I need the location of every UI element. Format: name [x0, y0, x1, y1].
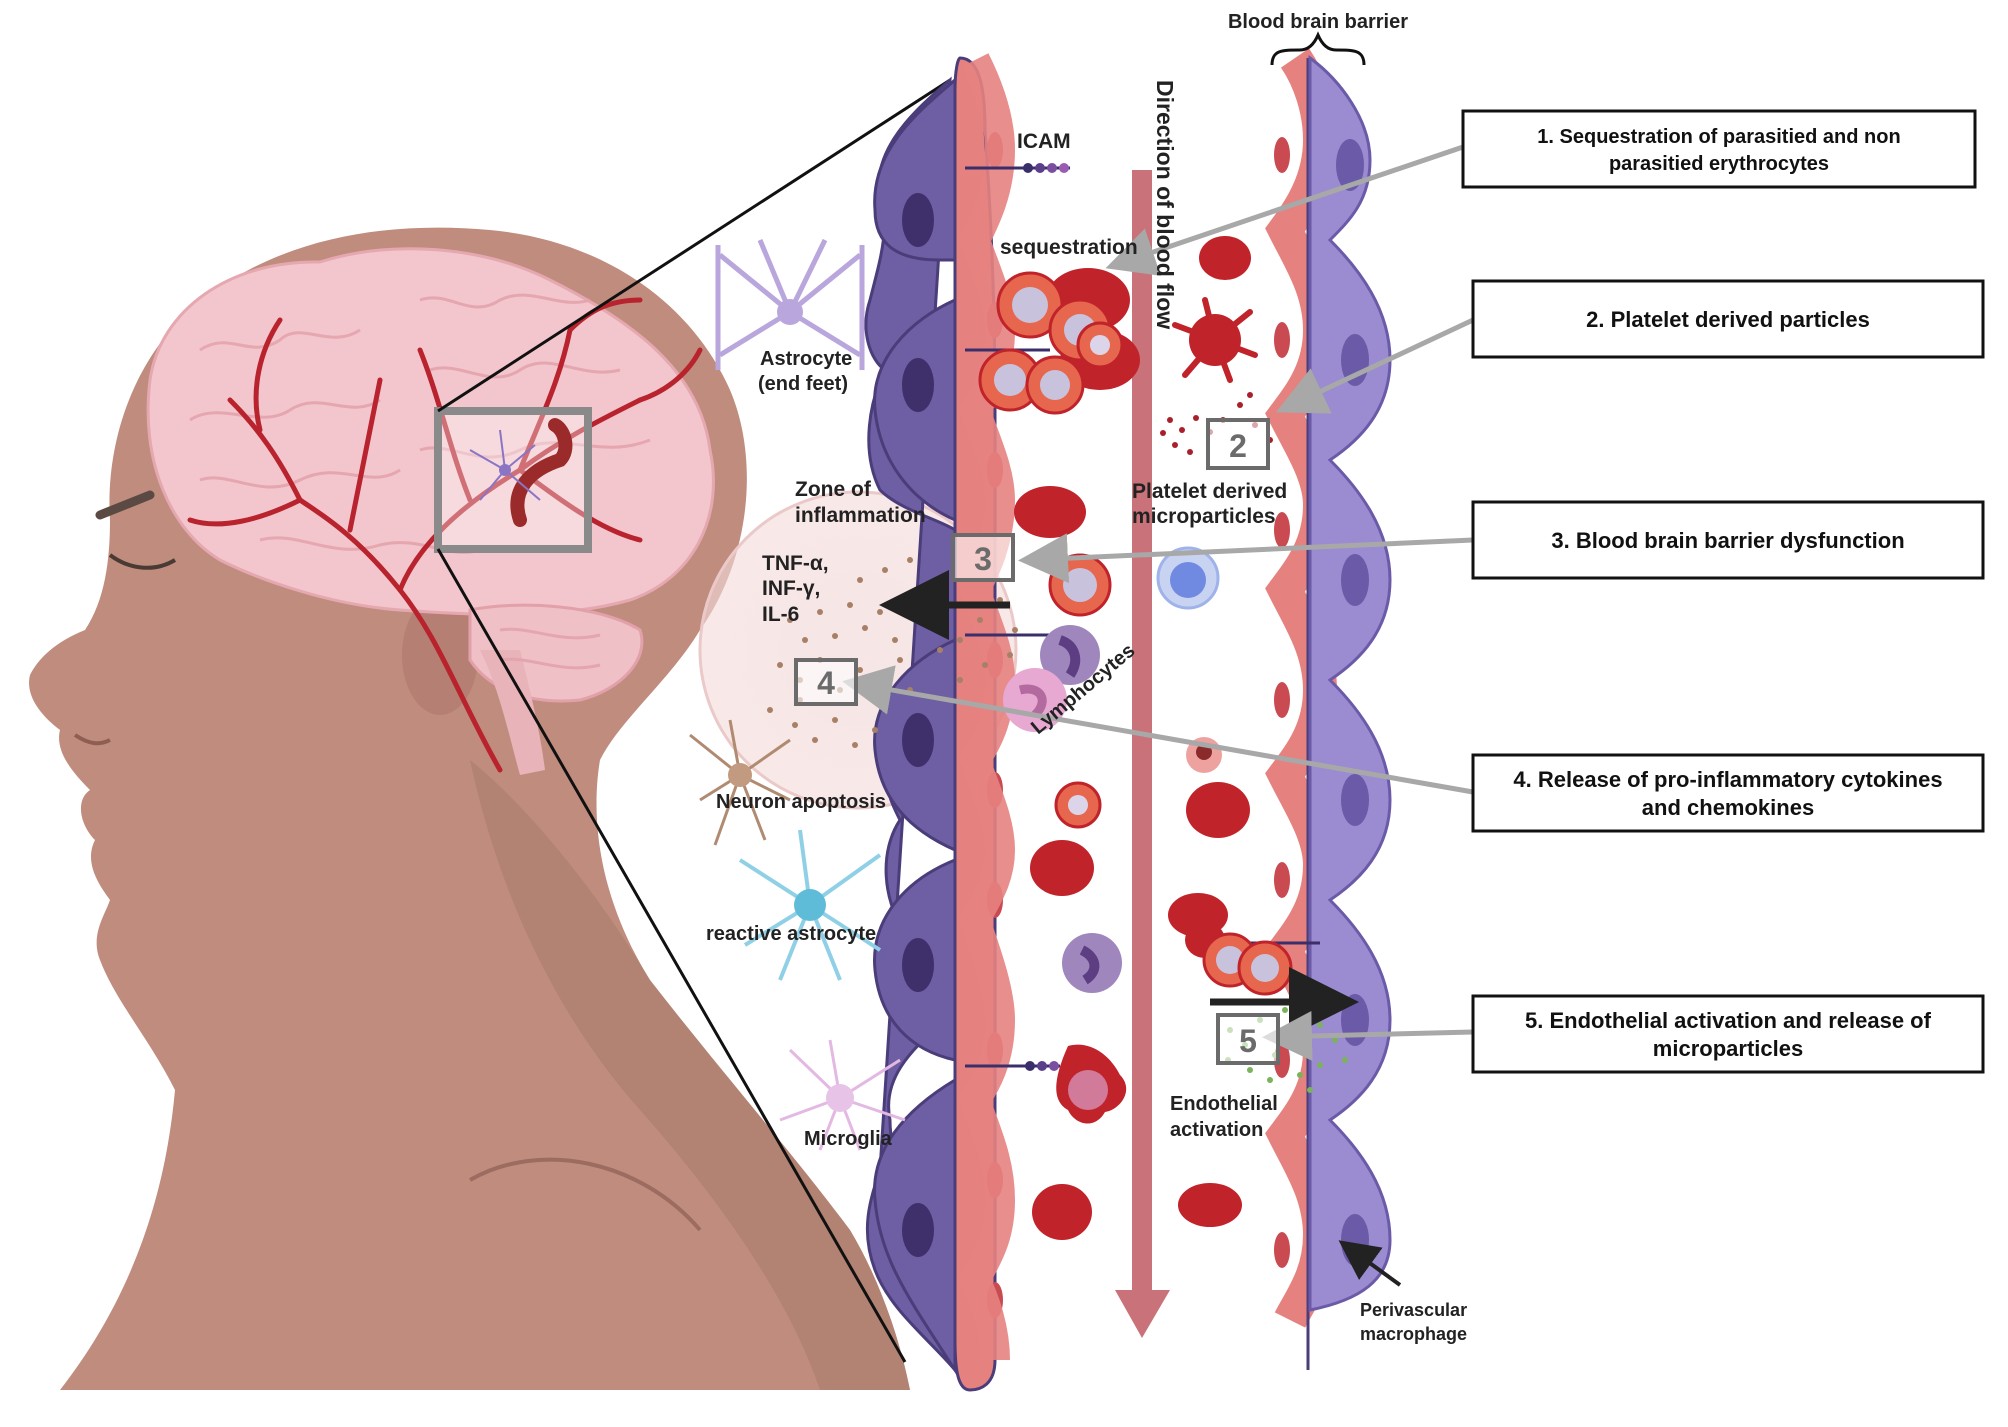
astrocyte-endfeet-cell	[715, 238, 865, 370]
perivascular-macrophage-column	[1308, 55, 1392, 1312]
perivascular-label-2: macrophage	[1360, 1324, 1467, 1344]
flow-direction-label: Direction of blood flow	[1152, 80, 1178, 329]
callout-3-line1: 3. Blood brain barrier dysfunction	[1551, 528, 1904, 553]
marker-3-label: 3	[974, 541, 992, 577]
lips	[73, 733, 111, 746]
cytokine-label-2: INF-γ,	[762, 577, 820, 600]
lymphocytes	[1003, 546, 1220, 1110]
microglia-label: Microglia	[804, 1128, 893, 1150]
sequestration-label: sequestration	[1000, 236, 1138, 259]
callout-5-line1: 5. Endothelial activation and release of	[1525, 1008, 1932, 1033]
callout-5-line2: microparticles	[1653, 1036, 1803, 1061]
zoom-astrocyte-icon	[469, 429, 541, 501]
red-blood-cells	[1014, 236, 1251, 1240]
marker-4: 4	[794, 658, 858, 706]
cytokine-label-1: TNF-α,	[762, 552, 829, 575]
neuron-apoptosis-label: Neuron apoptosis	[716, 791, 886, 813]
callout-1: 1. Sequestration of parasitied and non p…	[1461, 109, 1977, 189]
bbb-bracket	[1270, 31, 1366, 66]
astrocyte-body	[777, 299, 803, 325]
neck-shadow	[470, 760, 910, 1390]
activated-platelet-top	[1172, 297, 1258, 383]
brain-cerebrum	[146, 247, 715, 616]
astrocyte-endfeet-column	[864, 76, 957, 1376]
astrocyte-label: Astrocyte	[760, 348, 852, 370]
cytokine-label-3: IL-6	[762, 603, 799, 626]
marker-2: 2	[1206, 418, 1270, 470]
reactive-astrocyte-label: reactive astrocyte	[706, 923, 876, 945]
marker-3: 3	[951, 533, 1015, 582]
callout-4-line1: 4. Release of pro-inflammatory cytokines	[1513, 767, 1942, 792]
brain-stem	[480, 650, 545, 775]
callout-2-line1: 2. Platelet derived particles	[1586, 307, 1870, 332]
endothelial-label-1: Endothelial	[1170, 1093, 1278, 1115]
neuron-apoptosis-cell	[689, 719, 791, 846]
marker-5: 5	[1216, 1013, 1280, 1065]
marker-2-label: 2	[1229, 428, 1247, 464]
callout-4-line2: and chemokines	[1642, 795, 1814, 820]
perivascular-label-1: Perivascular	[1360, 1300, 1467, 1320]
callout-3: 3. Blood brain barrier dysfunction	[1471, 500, 1985, 580]
endothelial-label-2: activation	[1170, 1119, 1263, 1141]
callout-lines	[842, 144, 1475, 1061]
perivascular-pointer	[1338, 1240, 1402, 1287]
callout-4: 4. Release of pro-inflammatory cytokines…	[1471, 753, 1985, 833]
astrocyte-sublabel: (end feet)	[758, 373, 848, 395]
collarbone	[469, 1157, 702, 1232]
marker-5-label: 5	[1239, 1023, 1257, 1059]
zoom-projection-lines	[436, 78, 951, 1363]
zoom-vessel	[510, 418, 573, 527]
callout-1-line2: parasitied erythrocytes	[1609, 153, 1829, 175]
brain	[146, 247, 715, 775]
closed-eye	[108, 553, 177, 570]
microglia-body	[826, 1084, 854, 1112]
eyebrow	[95, 490, 155, 520]
callout-1-line1: 1. Sequestration of parasitied and non	[1537, 126, 1900, 148]
callout-5: 5. Endothelial activation and release of…	[1471, 994, 1985, 1074]
marker-4-label: 4	[817, 665, 835, 701]
zone-label-1: Zone of	[795, 478, 872, 501]
endothelium-left	[953, 53, 1016, 1392]
icam-label: ICAM	[1017, 130, 1071, 153]
sequestered-erythrocytes	[978, 268, 1140, 415]
callout-2: 2. Platelet derived particles	[1471, 279, 1985, 359]
bbb-title: Blood brain barrier	[1228, 11, 1408, 33]
zone-label-2: inflammation	[795, 504, 926, 527]
microglia-cell	[779, 1039, 906, 1151]
reactive-astrocyte-cell	[738, 829, 882, 981]
neuron-body	[728, 763, 752, 787]
erythrocytes-near-5	[1054, 737, 1293, 996]
platelet-label-2: microparticles	[1132, 505, 1276, 528]
reactive-astrocyte-body	[794, 889, 826, 921]
platelet-label-1: Platelet derived	[1132, 480, 1287, 503]
